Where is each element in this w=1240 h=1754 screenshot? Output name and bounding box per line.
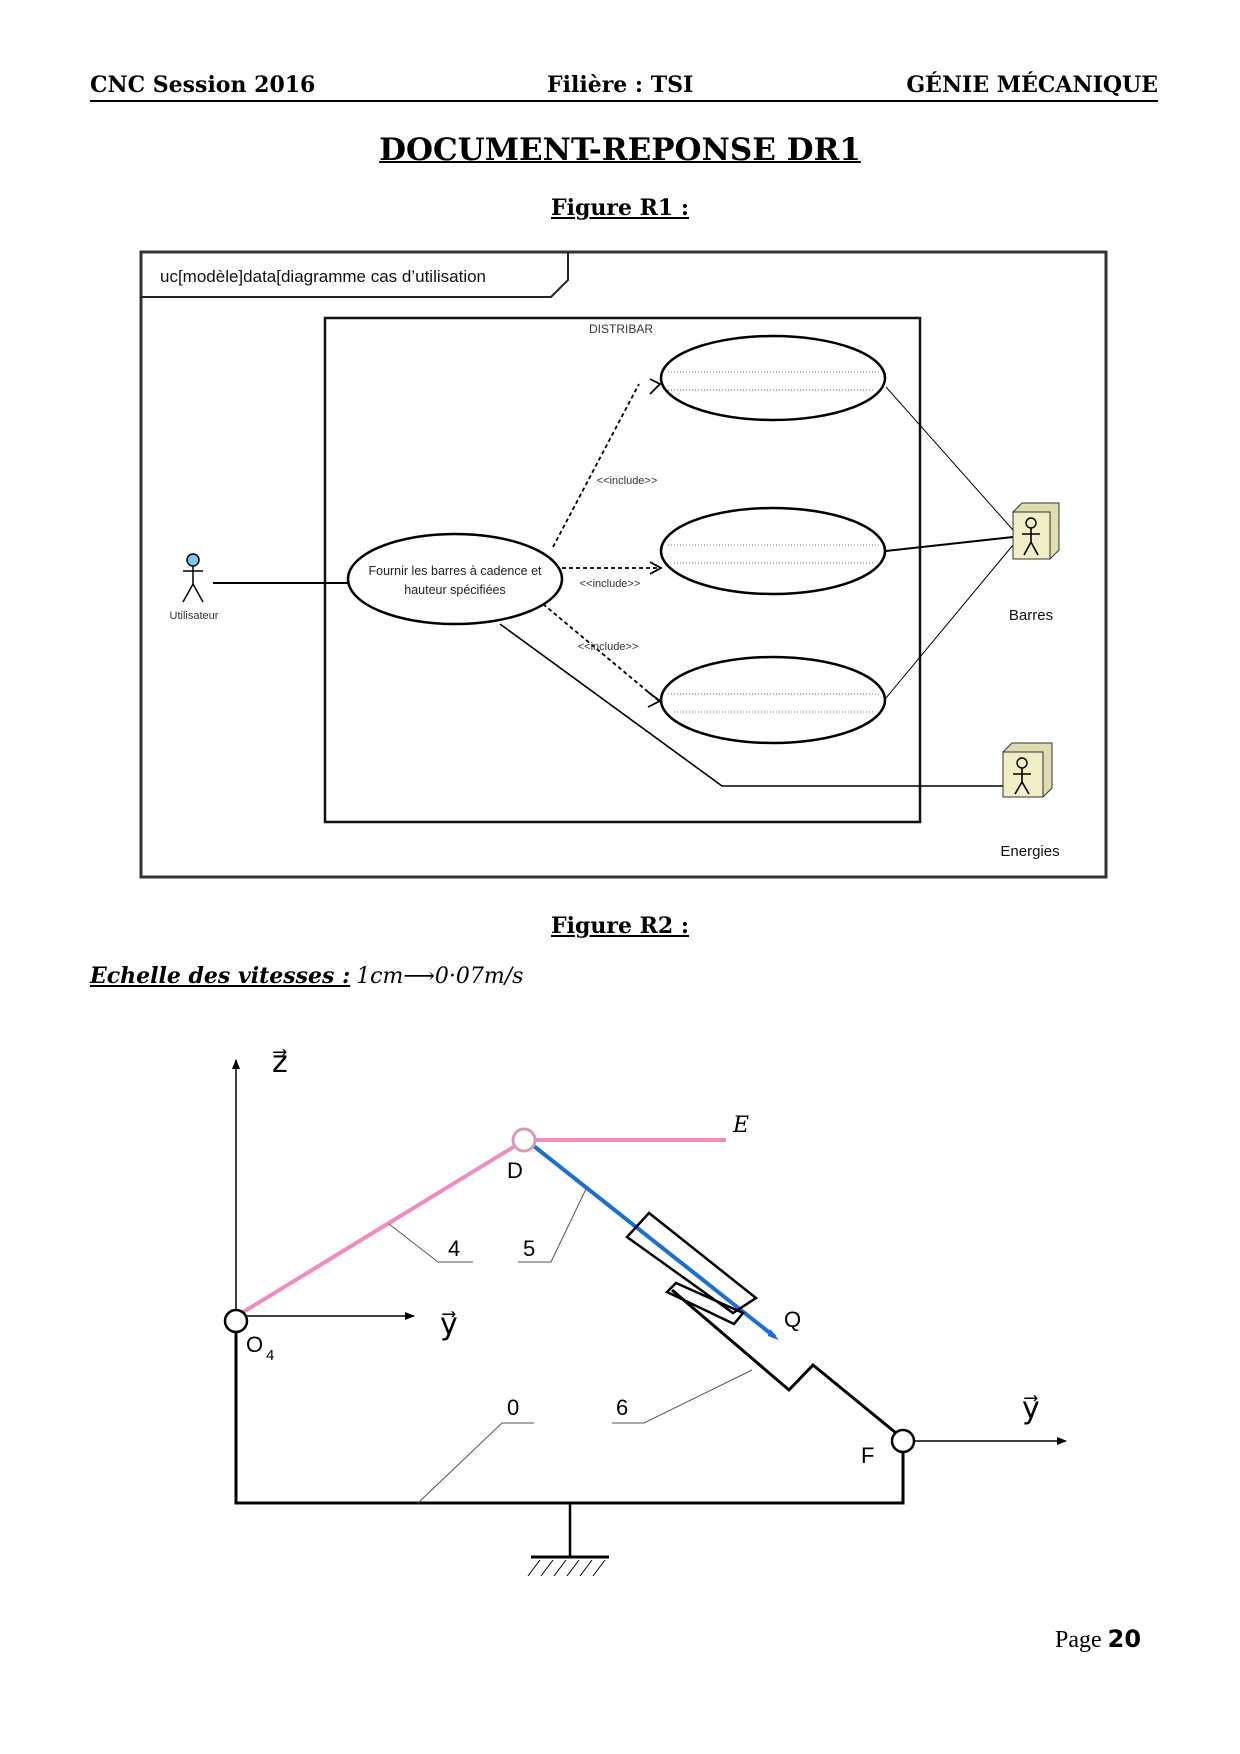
include-arrowhead-3 <box>647 691 662 708</box>
part-0-label: 0 <box>507 1395 519 1420</box>
page-label: Page <box>1055 1627 1102 1653</box>
use-case-blank-1 <box>659 334 887 422</box>
ground-hatch-icon <box>527 1555 609 1577</box>
page-title: DOCUMENT-REPONSE DR1 <box>0 132 1240 168</box>
part-leaders <box>388 1188 753 1504</box>
include-arrowhead-2 <box>649 561 663 575</box>
velocity-scale: Echelle des vitesses :1cm⟶0·07m/s <box>90 963 523 989</box>
association-energy <box>499 623 1003 787</box>
page-number-value: 20 <box>1107 1625 1142 1653</box>
point-d-label: D <box>507 1158 523 1183</box>
point-o4-label: O <box>246 1332 263 1357</box>
figure-r2-caption: Figure R2 : <box>0 913 1240 939</box>
association-bars-2 <box>885 536 1014 552</box>
page-number: Page 20 <box>1055 1625 1141 1654</box>
part-6-label: 6 <box>616 1395 628 1420</box>
mechanism-diagram: z⃗ y⃗ y⃗ O 4 <box>223 1045 1067 1577</box>
joint-o4-icon <box>223 1308 249 1334</box>
actor-user-icon <box>182 553 204 603</box>
actor-user-label: Utilisateur <box>170 610 219 622</box>
joint-f-icon <box>890 1428 916 1454</box>
actor-bars-icon <box>1012 502 1060 560</box>
point-e-label: E <box>732 1113 749 1138</box>
frame-label: uc[modèle]data[diagramme cas d’utilisati… <box>160 267 486 286</box>
association-bars-1 <box>885 386 1014 531</box>
actor-energy-label: Energies <box>1000 843 1059 860</box>
link-6 <box>671 1288 897 1435</box>
header-session: CNC Session 2016 <box>90 72 316 98</box>
link-5 <box>528 1141 777 1339</box>
include-label-2: <<include>> <box>580 578 641 590</box>
figure-r1-caption-text: Figure R1 : <box>551 195 689 221</box>
include-label-1: <<include>> <box>597 475 658 487</box>
part-4-label: 4 <box>448 1236 460 1261</box>
include-arrows <box>542 383 660 702</box>
y-axis-label-f: y⃗ <box>1022 1391 1040 1426</box>
main-use-case-line2: hauteur spécifiées <box>404 583 505 597</box>
page-title-text: DOCUMENT-REPONSE DR1 <box>379 132 861 168</box>
figure-r1-caption: Figure R1 : <box>0 195 1240 221</box>
use-case-blank-3 <box>659 655 887 745</box>
association-bars-3 <box>885 544 1014 699</box>
velocity-scale-label: Echelle des vitesses : <box>90 963 351 989</box>
part-5-label: 5 <box>523 1236 535 1261</box>
system-name: DISTRIBAR <box>589 322 653 336</box>
z-axis-label: z⃗ <box>272 1045 288 1080</box>
header-filiere: Filière : TSI <box>547 72 694 98</box>
cylinder-body-6 <box>664 1281 746 1326</box>
system-boundary <box>323 316 922 824</box>
use-case-diagram: uc[modèle]data[diagramme cas d’utilisati… <box>139 250 1108 879</box>
header-subject: GÉNIE MÉCANIQUE <box>906 72 1158 98</box>
use-case-blank-2 <box>659 506 887 596</box>
frame-label-tab <box>141 252 569 298</box>
point-o4-subscript: 4 <box>266 1347 274 1364</box>
include-arrowhead-1 <box>649 378 662 395</box>
figure-r2-caption-text: Figure R2 : <box>551 913 689 939</box>
cylinder-sleeve <box>625 1211 759 1315</box>
point-q-label: Q <box>784 1307 801 1332</box>
main-use-case-line1: Fournir les barres à cadence et <box>368 564 542 578</box>
q-arrowhead <box>767 1329 779 1341</box>
frame-0 <box>234 1330 905 1505</box>
include-label-3: <<include>> <box>578 641 639 653</box>
point-f-label: F <box>861 1443 874 1468</box>
velocity-scale-value: 1cm⟶0·07m/s <box>356 964 524 989</box>
diagram-frame <box>139 250 1108 879</box>
main-use-case: Fournir les barres à cadence et hauteur … <box>346 532 564 626</box>
link-4 <box>238 1141 522 1316</box>
joint-d-icon <box>511 1127 537 1153</box>
y-axis-label: y⃗ <box>440 1307 458 1342</box>
actor-energy-icon <box>1002 742 1053 798</box>
header-rule <box>90 100 1158 102</box>
actor-bars-label: Barres <box>1009 607 1053 624</box>
